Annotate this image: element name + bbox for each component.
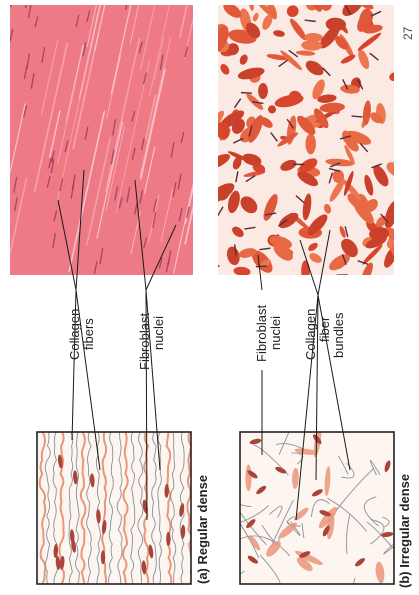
label-fibroblast-nuclei-2: nuclei xyxy=(152,316,166,350)
label-fibroblast-nuclei-b-2: nuclei xyxy=(269,316,283,350)
page-number: 27 xyxy=(401,27,415,40)
label-collagen-bundles-1: Collagen xyxy=(304,309,318,360)
label-fibroblast-nuclei-1: Fibroblast xyxy=(138,313,152,370)
caption-irregular-dense: (b) Irregular dense xyxy=(398,474,412,588)
label-collagen-fibers-1: Collagen xyxy=(68,309,82,360)
label-fibroblast-nuclei-b-1: Fibroblast xyxy=(255,305,269,362)
label-collagen-fibers-2: fibers xyxy=(82,318,96,350)
label-collagen-bundles-2: fiber xyxy=(318,317,332,342)
label-collagen-bundles-3: bundles xyxy=(332,312,346,358)
caption-regular-dense: (a) Regular dense xyxy=(196,475,210,584)
